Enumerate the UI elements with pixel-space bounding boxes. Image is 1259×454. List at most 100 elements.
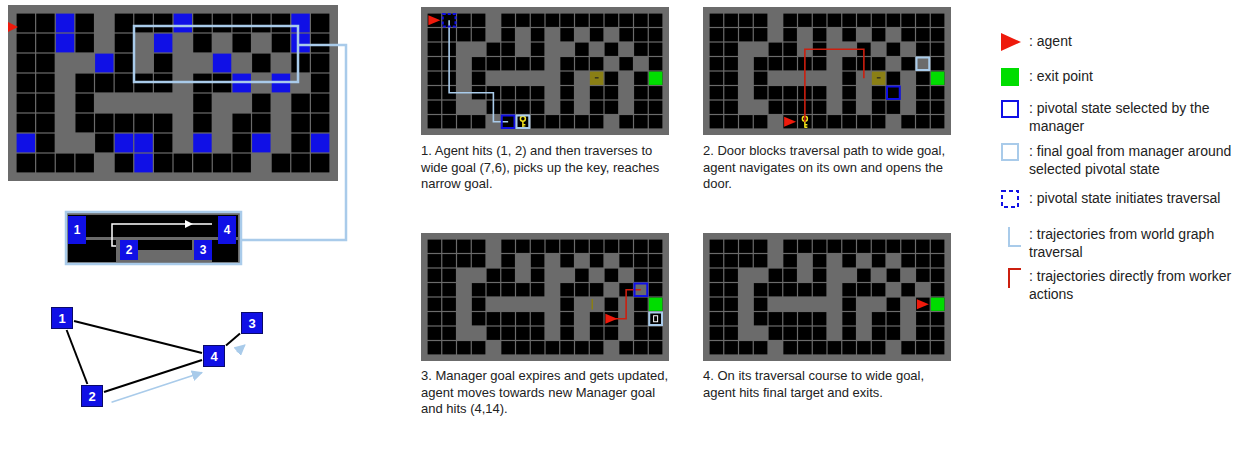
maze-cell <box>842 57 856 70</box>
maze-cell <box>813 57 827 70</box>
panel-caption: 4. On its traversal course to wide goal,… <box>703 368 955 401</box>
maze-cell <box>472 341 486 354</box>
maze-cell <box>619 254 633 267</box>
maze-cell <box>813 269 827 282</box>
maze-cell <box>872 341 886 354</box>
maze-cell <box>252 94 270 113</box>
maze-cell <box>754 283 768 296</box>
maze-cell <box>472 57 486 70</box>
maze-cell <box>649 341 663 354</box>
maze-cell <box>754 28 768 41</box>
maze-cell <box>634 312 648 325</box>
legend-sample <box>975 226 1025 262</box>
maze-cell <box>798 240 812 253</box>
maze-cell <box>872 101 886 114</box>
maze-cell <box>769 101 783 114</box>
maze-cell <box>916 240 930 253</box>
graph-edge <box>226 333 240 345</box>
maze-cell <box>798 312 812 325</box>
maze-cell <box>36 94 54 113</box>
maze-cell <box>531 341 545 354</box>
maze-cell <box>842 72 856 85</box>
maze-cell <box>769 43 783 56</box>
maze-cell <box>531 283 545 296</box>
maze-cell <box>783 283 797 296</box>
maze-cell <box>213 154 231 173</box>
maze-cell <box>442 115 456 128</box>
maze-cell <box>516 86 530 99</box>
maze-cell <box>442 283 456 296</box>
maze-cell <box>916 101 930 114</box>
maze-cell <box>232 34 250 53</box>
maze-cell <box>428 115 442 128</box>
maze-cell <box>272 34 290 53</box>
maze-cell <box>649 28 663 41</box>
maze-cell <box>724 57 738 70</box>
maze-cell <box>605 240 619 253</box>
maze-cell <box>560 115 574 128</box>
maze-cell <box>560 240 574 253</box>
maze-cell <box>931 86 945 99</box>
maze-cell <box>428 101 442 114</box>
maze-cell <box>783 254 797 267</box>
maze-cell <box>560 327 574 340</box>
graph-node: 2 <box>81 385 103 407</box>
maze-cell <box>531 86 545 99</box>
maze-cell <box>619 240 633 253</box>
maze-cell <box>291 34 309 53</box>
maze-cell <box>872 240 886 253</box>
maze-cell <box>472 28 486 41</box>
traversal-arrow <box>112 373 202 403</box>
legend-sample <box>975 190 1025 226</box>
maze-cell <box>501 254 515 267</box>
maze-cell <box>724 115 738 128</box>
maze-cell <box>842 240 856 253</box>
maze-cell <box>291 14 309 33</box>
maze-cell <box>531 312 545 325</box>
maze-cell <box>17 134 35 153</box>
maze-cell <box>428 312 442 325</box>
maze-cell <box>75 14 93 33</box>
maze-cell <box>887 269 901 282</box>
maze-panel <box>703 233 951 361</box>
maze-cell <box>154 14 172 33</box>
maze-cell <box>842 28 856 41</box>
maze-cell <box>575 14 589 27</box>
maze-cell <box>560 283 574 296</box>
maze-cell <box>649 298 663 311</box>
maze-cell <box>649 101 663 114</box>
maze-cell <box>75 34 93 53</box>
maze-cell <box>232 114 250 133</box>
maze-cell <box>472 312 486 325</box>
maze-cell <box>649 43 663 56</box>
maze-cell <box>457 14 471 27</box>
maze-cell <box>501 28 515 41</box>
maze-ground <box>421 233 669 361</box>
legend-sample <box>975 268 1025 304</box>
maze-cell <box>531 14 545 27</box>
maze-cell <box>75 74 93 93</box>
maze-cell <box>115 154 133 173</box>
maze-cell <box>134 154 152 173</box>
maze-cell <box>174 14 192 33</box>
maze-panel <box>421 7 669 135</box>
maze-cell <box>291 54 309 73</box>
maze-cell <box>531 254 545 267</box>
maze-cell <box>754 14 768 27</box>
node-number: 2 <box>88 390 95 403</box>
maze-cell <box>842 283 856 296</box>
maze-cell <box>887 72 901 85</box>
maze-cell <box>56 154 74 173</box>
maze-cell <box>798 283 812 296</box>
maze-cell <box>649 14 663 27</box>
maze-cell <box>813 341 827 354</box>
maze-cell <box>501 86 515 99</box>
maze-cell <box>95 134 113 153</box>
maze-cell <box>813 28 827 41</box>
maze-cell <box>531 28 545 41</box>
maze-cell <box>783 57 797 70</box>
maze-cell <box>634 86 648 99</box>
maze-cell <box>813 240 827 253</box>
maze-cell <box>115 54 133 73</box>
exit-point <box>649 72 663 85</box>
